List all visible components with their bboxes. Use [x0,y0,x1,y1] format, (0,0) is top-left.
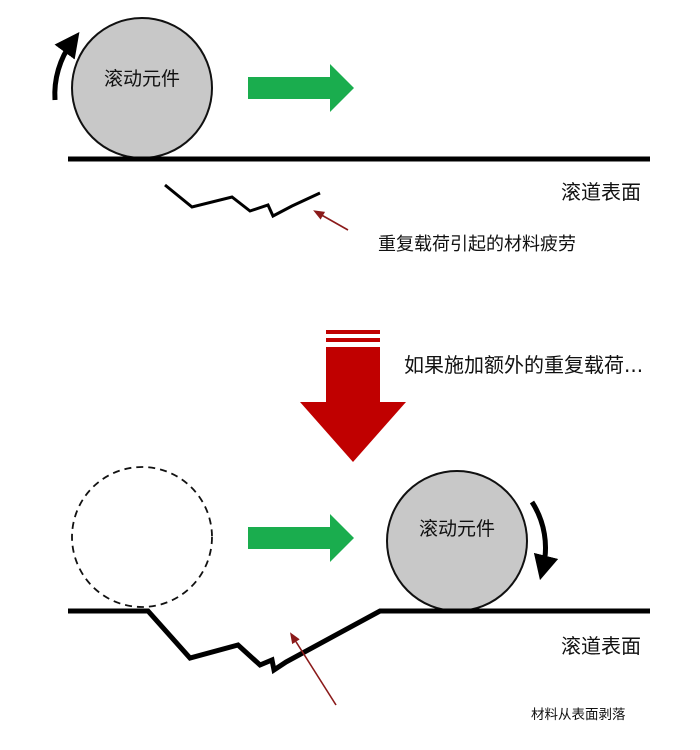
top-rotation-icon [52,31,80,101]
top-roller-label: 滚动元件 [103,68,180,90]
bottom-rotation-icon [529,500,559,581]
bottom-roller-label: 滚动元件 [418,518,495,540]
bottom-surface-label: 滚道表面 [561,634,641,658]
top-fatigue-crack [164,183,321,219]
bottom-motion-arrow [248,514,354,562]
top-motion-arrow [248,64,354,112]
extra-load-label: 如果施加额外的重复载荷... [404,353,644,377]
bottom-spalled-raceway-line [68,608,650,675]
extra-load-arrow [300,330,406,462]
top-surface-label: 滚道表面 [561,180,641,204]
fatigue-label: 重复载荷引起的材料疲劳 [378,234,576,255]
top-pointer-arrow [313,210,349,231]
bottom-previous-position-circle [71,466,213,608]
spall-label: 材料从表面剥落 [531,707,626,723]
bottom-pointer-arrow [290,632,337,706]
bottom-rolling-element [386,470,528,612]
